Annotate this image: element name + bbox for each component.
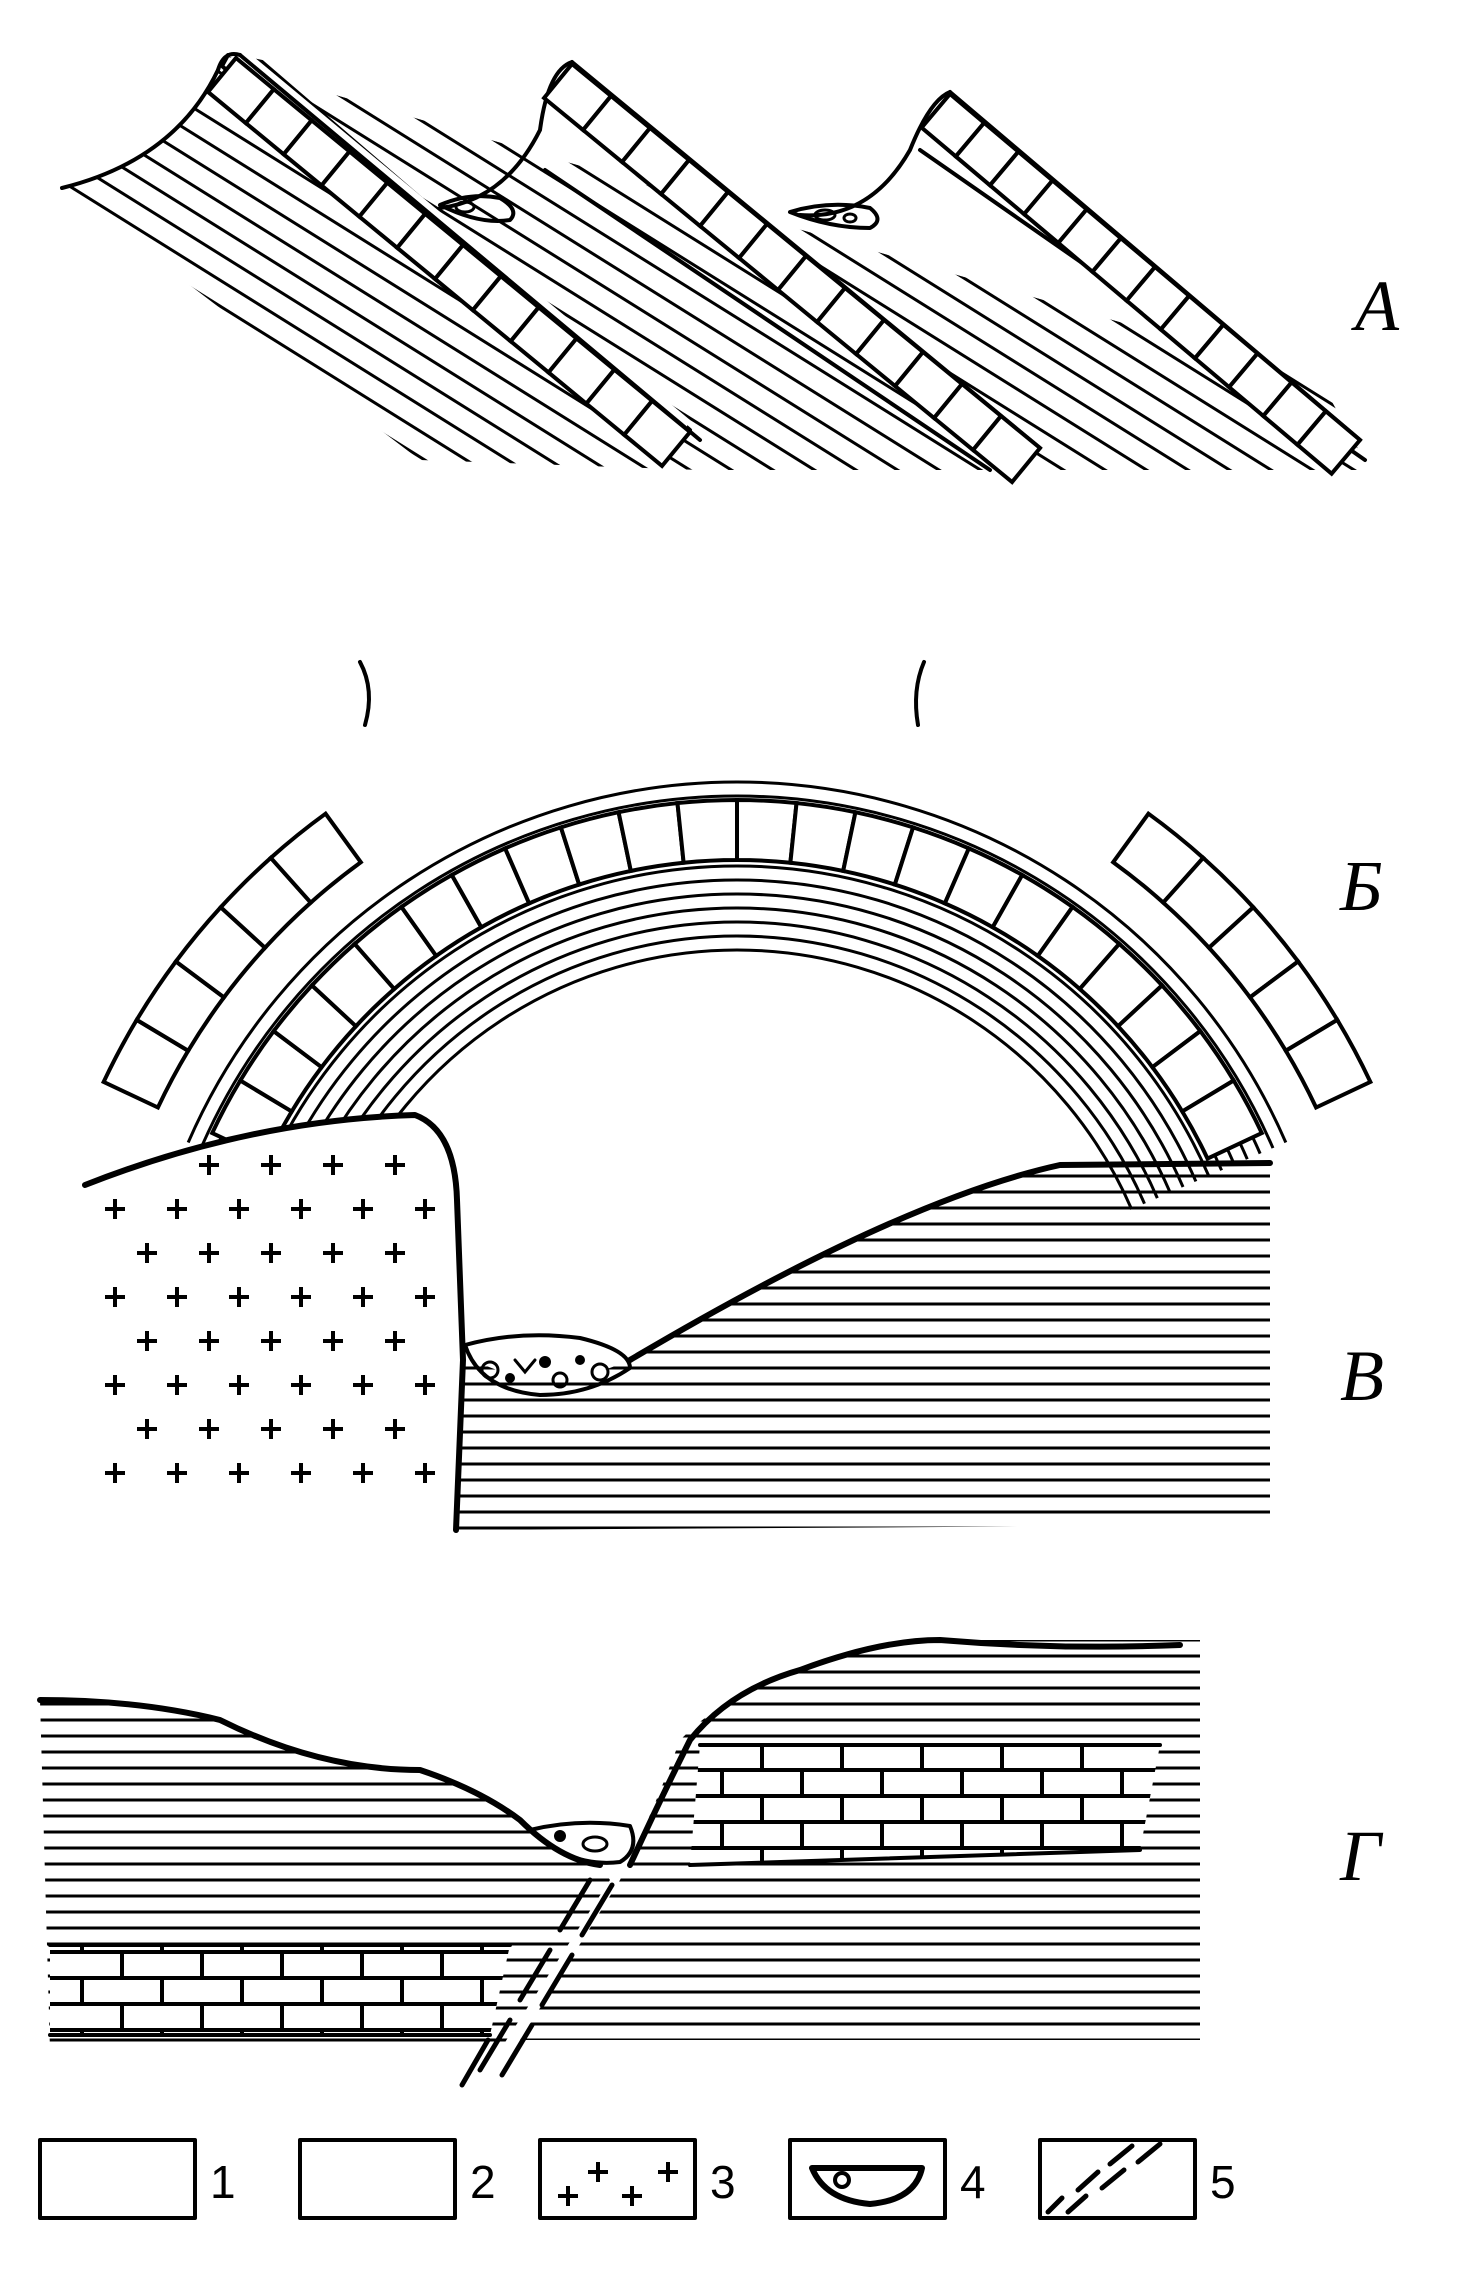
panel-g-alluvium (528, 1820, 636, 1865)
limestone-brick-cell (970, 413, 1043, 485)
granite-cross (199, 1331, 219, 1351)
granite-cross (291, 1199, 311, 1219)
legend-number-5: 5 (1210, 2156, 1236, 2208)
arc-brick-cell (267, 810, 364, 906)
granite-cross (105, 1199, 125, 1219)
granite-cross (323, 1155, 343, 1175)
panel-v-granite-crosses (105, 1155, 435, 1483)
panel-b-surface-profile (358, 660, 926, 727)
panel-a-limestone-bricks (205, 55, 1363, 485)
legend-number-1: 1 (210, 2156, 236, 2208)
granite-cross (323, 1331, 343, 1351)
granite-cross (415, 1375, 435, 1395)
granite-cross (229, 1463, 249, 1483)
panel-v-granite-contact-section: В (82, 1112, 1384, 1533)
arc-brick-cell (675, 797, 739, 865)
legend-item-fault-zone: 5 (1038, 2138, 1236, 2220)
granite-cross (261, 1243, 281, 1263)
legend-item-limestone: 1 (38, 2138, 236, 2220)
panel-g-upper-limestone (690, 1745, 1160, 1865)
granite-cross (137, 1419, 157, 1439)
panel-b-limestone-arc (100, 797, 1374, 1162)
panel-a-alluvium (438, 194, 880, 230)
legend-number-2: 2 (470, 2156, 496, 2208)
panel-g-fault-valley-section: Г (37, 1637, 1384, 2088)
granite-cross (385, 1419, 405, 1439)
panel-g-lower-limestone (50, 1945, 510, 2035)
granite-cross (415, 1287, 435, 1307)
legend-item-granite: 3 (538, 2138, 736, 2220)
granite-cross (137, 1331, 157, 1351)
curved-stratum (340, 948, 1134, 1210)
granite-cross (105, 1287, 125, 1307)
granite-cross (291, 1375, 311, 1395)
curved-stratum (186, 780, 1288, 1144)
arc-brick-cell (1179, 1077, 1265, 1162)
granite-cross (261, 1419, 281, 1439)
granite-cross (105, 1375, 125, 1395)
granite-cross (323, 1419, 343, 1439)
legend: 1 2 3 4 (38, 2138, 1236, 2220)
arc-brick-cell (1283, 1017, 1374, 1111)
granite-cross (323, 1243, 343, 1263)
granite-cross (105, 1463, 125, 1483)
granite-cross (229, 1199, 249, 1219)
arc-brick-cell (735, 797, 799, 865)
limestone-brick-cell (1294, 408, 1363, 477)
curved-stratum (315, 920, 1159, 1199)
granite-cross (199, 1419, 219, 1439)
curved-stratum (199, 794, 1275, 1149)
granite-cross (199, 1155, 219, 1175)
panel-v-granite-body (85, 1115, 463, 1530)
panel-g-fault-zone (459, 1877, 615, 2088)
panel-v-alluvium (463, 1333, 632, 1397)
legend-item-strata: 2 (298, 2138, 496, 2220)
panel-b-anticline-section: Б (100, 660, 1382, 1210)
granite-cross (167, 1463, 187, 1483)
panel-v-layered-strata (456, 1165, 1270, 1530)
granite-cross (353, 1199, 373, 1219)
granite-cross (261, 1331, 281, 1351)
granite-cross (167, 1287, 187, 1307)
arc-brick-cell (616, 800, 686, 874)
granite-cross (353, 1287, 373, 1307)
limestone-brick-cell (621, 398, 693, 469)
granite-cross (167, 1199, 187, 1219)
granite-cross (229, 1287, 249, 1307)
legend-number-4: 4 (960, 2156, 986, 2208)
granite-cross (415, 1463, 435, 1483)
granite-cross (199, 1243, 219, 1263)
legend-item-alluvium: 4 (788, 2138, 986, 2220)
legend-number-3: 3 (710, 2156, 736, 2208)
panel-label-b: Б (1339, 846, 1382, 926)
granite-cross (167, 1375, 187, 1395)
granite-cross (291, 1287, 311, 1307)
granite-cross (385, 1243, 405, 1263)
curved-stratum (328, 934, 1146, 1205)
panel-label-g: Г (1339, 1816, 1384, 1896)
curved-stratum (276, 878, 1198, 1183)
granite-cross (385, 1331, 405, 1351)
granite-cross (261, 1155, 281, 1175)
granite-cross (415, 1199, 435, 1219)
granite-cross (353, 1463, 373, 1483)
granite-cross (385, 1155, 405, 1175)
panel-label-a: А (1351, 266, 1400, 346)
granite-cross (353, 1375, 373, 1395)
granite-cross (137, 1243, 157, 1263)
curved-stratum (263, 864, 1211, 1177)
granite-cross (229, 1375, 249, 1395)
panel-a-tilted-strata-section: А (0, 0, 1474, 485)
curved-stratum (302, 906, 1172, 1194)
granite-cross (291, 1463, 311, 1483)
panel-label-v: В (1340, 1336, 1384, 1416)
curved-stratum (289, 892, 1185, 1188)
